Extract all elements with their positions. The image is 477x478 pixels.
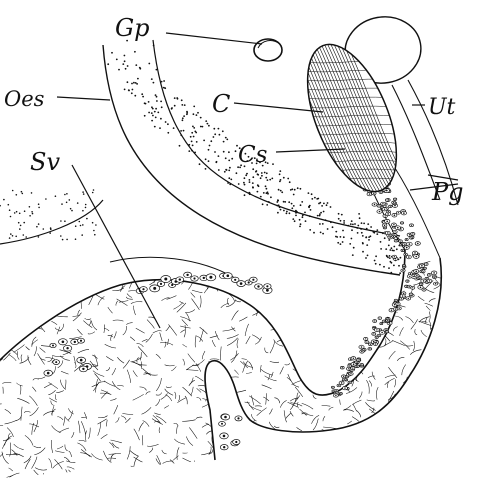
duct-cell-stream — [331, 159, 440, 398]
label-c: C — [212, 90, 230, 118]
epithelial-cells — [44, 272, 272, 450]
oes-leader — [57, 97, 110, 100]
label-sv: Sv — [30, 148, 60, 176]
label-ut: Ut — [428, 95, 456, 120]
label-cs: Cs — [238, 142, 268, 168]
label-gp: Gp — [115, 14, 150, 42]
label-pg: Pg — [431, 178, 464, 206]
corpus-structure — [254, 30, 420, 205]
gp-leader — [166, 33, 262, 44]
label-oes: Oes — [4, 87, 45, 111]
seminal-vesicle-mass — [0, 250, 453, 478]
